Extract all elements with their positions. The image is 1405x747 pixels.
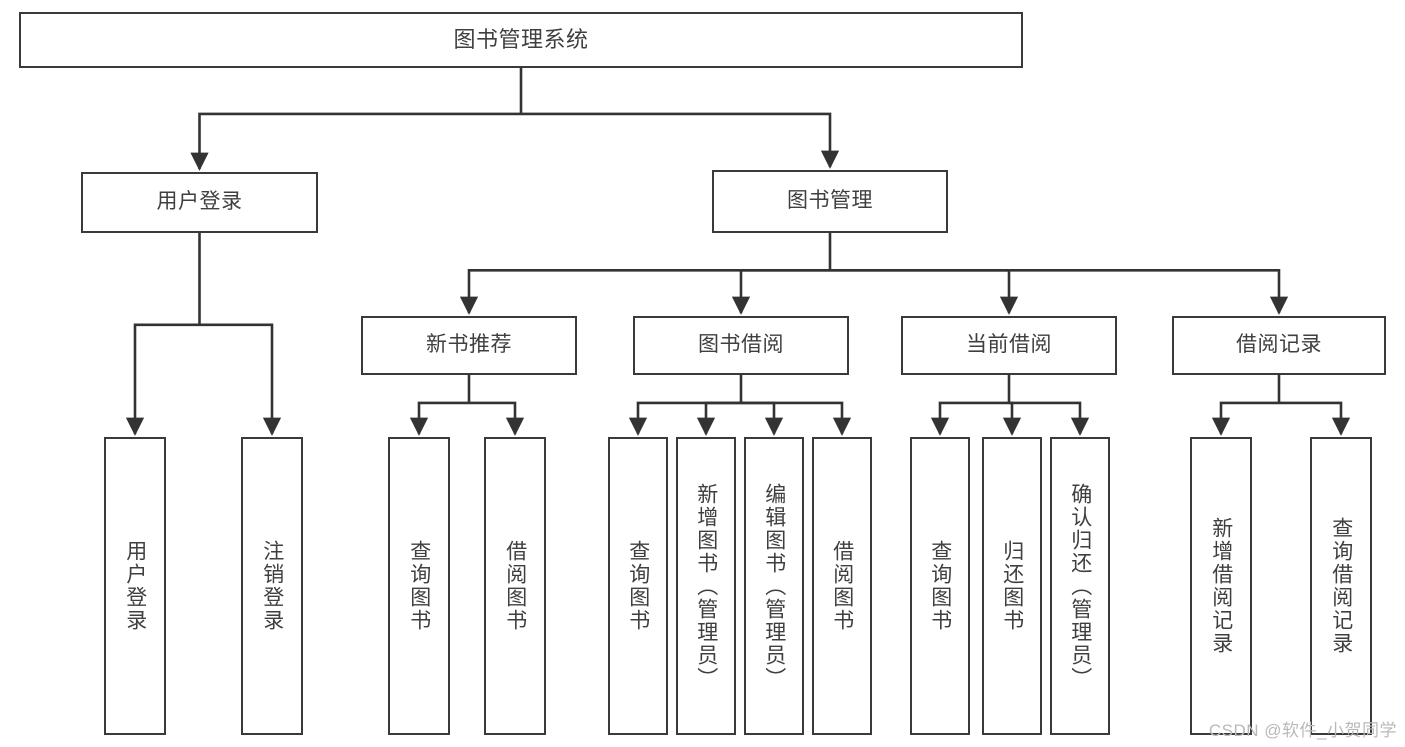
- node-new-book-recommendation[interactable]: 新书推荐: [361, 316, 577, 375]
- node-label: 当前借阅: [966, 333, 1052, 357]
- node-label: 归还图书: [1000, 540, 1024, 632]
- leaf-borrow-book[interactable]: 借阅图书: [812, 437, 872, 735]
- node-label: 新增借阅记录: [1209, 517, 1233, 655]
- node-user-login[interactable]: 用户登录: [81, 172, 318, 233]
- leaf-user-login[interactable]: 用户登录: [104, 437, 166, 735]
- leaf-add-book-admin[interactable]: 新增图书（管理员）: [676, 437, 736, 735]
- node-label: 图书管理: [787, 189, 873, 213]
- leaf-confirm-return-admin[interactable]: 确认归还（管理员）: [1050, 437, 1110, 735]
- node-label: 注销登录: [260, 540, 284, 632]
- leaf-return-book[interactable]: 归还图书: [982, 437, 1042, 735]
- leaf-query-book-current[interactable]: 查询图书: [910, 437, 970, 735]
- node-label: 确认归还（管理员）: [1068, 482, 1092, 690]
- node-label: 借阅图书: [503, 540, 527, 632]
- node-label: 用户登录: [156, 190, 243, 214]
- leaf-query-book-recommend[interactable]: 查询图书: [388, 437, 450, 735]
- leaf-logout[interactable]: 注销登录: [241, 437, 303, 735]
- node-label: 新书推荐: [426, 333, 512, 357]
- leaf-borrow-book-recommend[interactable]: 借阅图书: [484, 437, 546, 735]
- leaf-query-borrowing-record[interactable]: 查询借阅记录: [1310, 437, 1372, 735]
- node-root-book-management-system[interactable]: 图书管理系统: [19, 12, 1023, 68]
- node-label: 编辑图书（管理员）: [762, 482, 786, 690]
- node-label: 查询图书: [407, 540, 431, 632]
- node-label: 用户登录: [123, 540, 147, 632]
- node-label: 查询借阅记录: [1329, 517, 1353, 655]
- leaf-query-book-borrow[interactable]: 查询图书: [608, 437, 668, 735]
- node-label: 图书管理系统: [453, 27, 589, 53]
- node-label: 图书借阅: [698, 333, 784, 357]
- leaf-edit-book-admin[interactable]: 编辑图书（管理员）: [744, 437, 804, 735]
- node-book-management[interactable]: 图书管理: [712, 170, 948, 233]
- node-current-borrowing[interactable]: 当前借阅: [901, 316, 1117, 375]
- node-label: 查询图书: [626, 540, 650, 632]
- node-book-borrowing[interactable]: 图书借阅: [633, 316, 849, 375]
- node-label: 借阅记录: [1236, 333, 1322, 357]
- leaf-add-borrowing-record[interactable]: 新增借阅记录: [1190, 437, 1252, 735]
- node-label: 借阅图书: [830, 540, 854, 632]
- node-label: 新增图书（管理员）: [694, 482, 718, 690]
- node-label: 查询图书: [928, 540, 952, 632]
- node-borrowing-record[interactable]: 借阅记录: [1172, 316, 1386, 375]
